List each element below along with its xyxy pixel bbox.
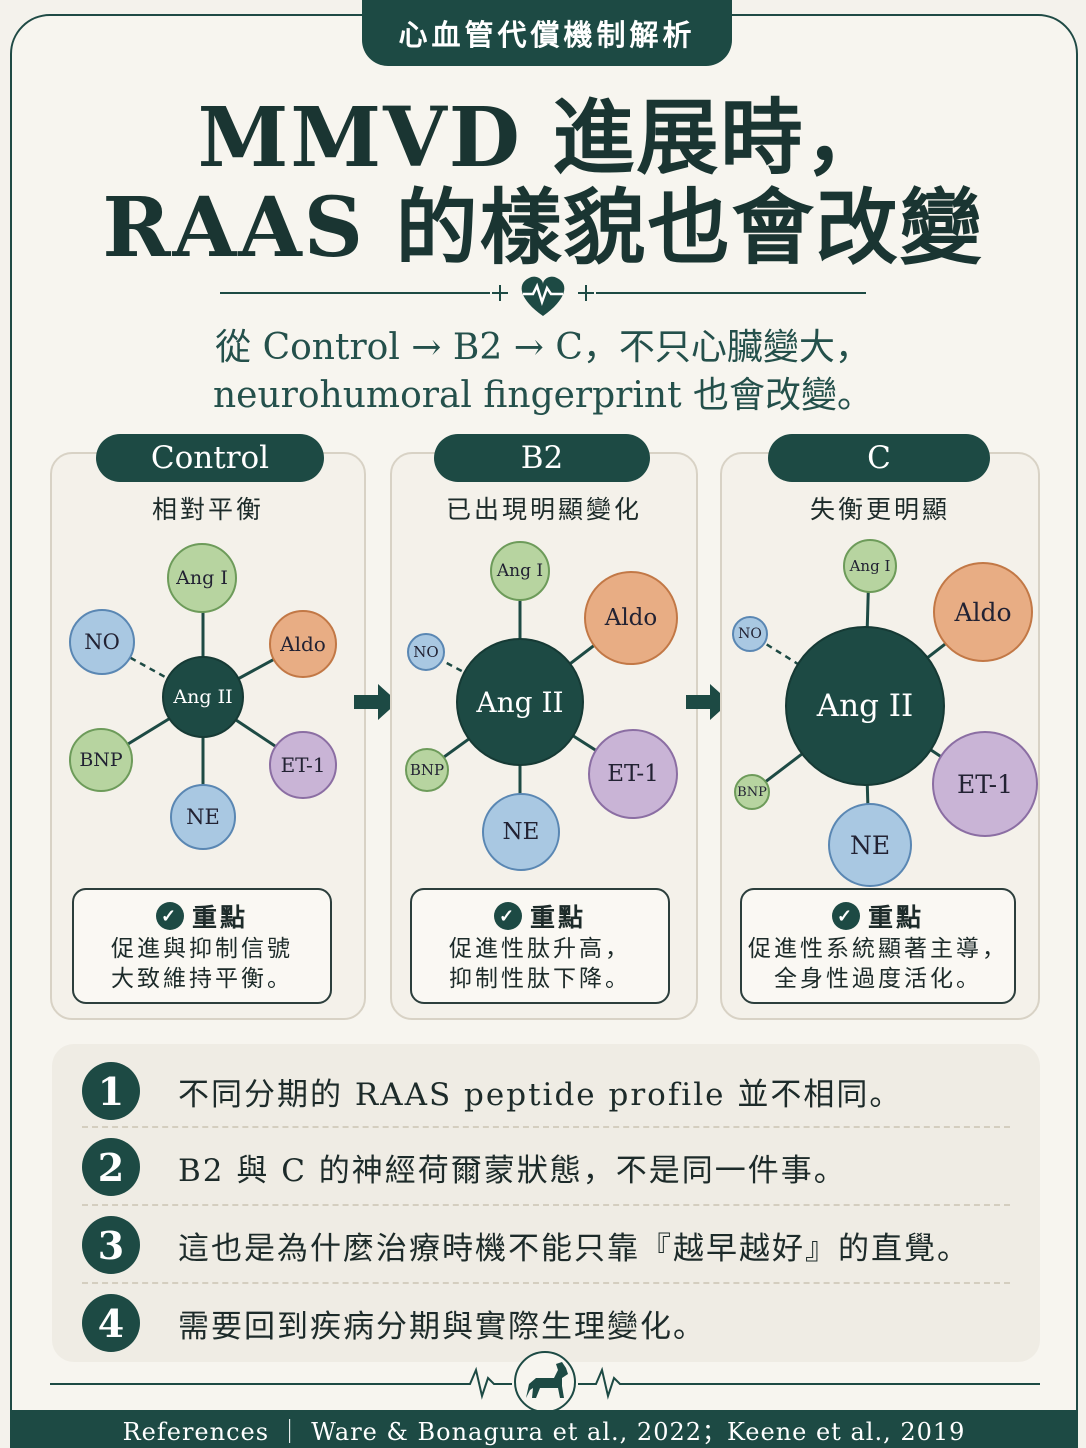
key-line-2-c: 全身性過度活化。 bbox=[774, 966, 982, 992]
node-ang2-b2: Ang II bbox=[456, 638, 584, 766]
key-line-1-c: 促進性系統顯著主導， bbox=[748, 936, 1008, 962]
list-item: 2 B2 與 C 的神經荷爾蒙狀態，不是同一件事。 bbox=[82, 1128, 1010, 1206]
stage-subtitle-c: 失衡更明顯 bbox=[809, 495, 950, 524]
node-ne-b2: NE bbox=[482, 793, 560, 871]
key-line-1-control: 促進與抑制信號 bbox=[111, 936, 293, 962]
arrow-right-icon bbox=[686, 684, 730, 720]
node-aldo-control: Aldo bbox=[269, 610, 337, 678]
point-text: 這也是為什麼治療時機不能只靠『越早越好』的直覺。 bbox=[178, 1230, 970, 1267]
title-line-1: MMVD 進展時， bbox=[197, 90, 889, 186]
node-no-c: NO bbox=[732, 616, 768, 652]
subtitle-line-2: neurohumoral fingerprint 也會改變。 bbox=[213, 375, 873, 416]
node-no-b2: NO bbox=[407, 633, 445, 671]
key-title-control: 重點 bbox=[191, 903, 248, 932]
point-number: 2 bbox=[82, 1138, 140, 1196]
stage-subtitle-b2: 已出現明顯變化 bbox=[445, 495, 642, 524]
dog-icon bbox=[50, 1351, 1040, 1412]
point-text: B2 與 C 的神經荷爾蒙狀態，不是同一件事。 bbox=[178, 1152, 847, 1189]
node-ang1-control: Ang I bbox=[167, 543, 237, 613]
heart-pulse-icon bbox=[220, 276, 866, 316]
node-aldo-c: Aldo bbox=[933, 562, 1033, 662]
divider bbox=[82, 1126, 1010, 1128]
subtitle-line-1: 從 Control → B2 → C，不只心臟變大， bbox=[215, 327, 871, 368]
key-line-2-control: 大致維持平衡。 bbox=[111, 966, 293, 992]
node-ang2-c: Ang II bbox=[785, 626, 945, 786]
node-no-control: NO bbox=[69, 609, 135, 675]
node-et1-c: ET-1 bbox=[932, 731, 1038, 837]
divider bbox=[82, 1204, 1010, 1206]
node-et1-b2: ET-1 bbox=[588, 729, 678, 819]
node-aldo-b2: Aldo bbox=[584, 571, 678, 665]
check-circle-icon: ✓ bbox=[493, 902, 522, 930]
stage-label-control: Control bbox=[96, 434, 324, 482]
node-bnp-c: BNP bbox=[734, 774, 770, 810]
node-ang1-c: Ang I bbox=[843, 539, 897, 593]
key-box-c: ✓重點 促進性系統顯著主導， 全身性過度活化。 bbox=[740, 888, 1016, 1004]
key-box-b2: ✓重點 促進性肽升高， 抑制性肽下降。 bbox=[410, 888, 670, 1004]
key-points-list: 1 不同分期的 RAAS peptide profile 並不相同。 2 B2 … bbox=[52, 1044, 1040, 1362]
key-box-control: ✓重點 促進與抑制信號 大致維持平衡。 bbox=[72, 888, 332, 1004]
key-title-c: 重點 bbox=[867, 903, 924, 932]
key-line-2-b2: 抑制性肽下降。 bbox=[449, 966, 631, 992]
stage-label-b2: B2 bbox=[434, 434, 650, 482]
node-bnp-b2: BNP bbox=[405, 748, 449, 792]
list-item: 4 需要回到疾病分期與實際生理變化。 bbox=[82, 1284, 1010, 1362]
header-tag: 心血管代償機制解析 bbox=[362, 0, 732, 66]
stage-label-c: C bbox=[768, 434, 990, 482]
point-number: 3 bbox=[82, 1216, 140, 1274]
node-et1-control: ET-1 bbox=[269, 731, 337, 799]
key-line-1-b2: 促進性肽升高， bbox=[449, 936, 631, 962]
node-ne-c: NE bbox=[828, 803, 912, 887]
check-circle-icon: ✓ bbox=[831, 902, 860, 930]
key-title-b2: 重點 bbox=[529, 903, 586, 932]
point-number: 4 bbox=[82, 1294, 140, 1352]
point-text: 不同分期的 RAAS peptide profile 並不相同。 bbox=[178, 1076, 903, 1113]
node-ang2-control: Ang II bbox=[162, 656, 244, 738]
point-number: 1 bbox=[82, 1062, 140, 1120]
references-footer: References ｜ Ware & Bonagura et al., 202… bbox=[10, 1410, 1078, 1448]
list-item: 3 這也是為什麼治療時機不能只靠『越早越好』的直覺。 bbox=[82, 1206, 1010, 1284]
title-line-2: RAAS 的樣貌也會改變 bbox=[102, 180, 984, 276]
node-ne-control: NE bbox=[170, 784, 236, 850]
stage-subtitle-control: 相對平衡 bbox=[151, 495, 264, 524]
node-bnp-control: BNP bbox=[69, 728, 133, 792]
divider bbox=[82, 1282, 1010, 1284]
list-item: 1 不同分期的 RAAS peptide profile 並不相同。 bbox=[82, 1052, 1010, 1130]
node-ang1-b2: Ang I bbox=[490, 541, 550, 601]
point-text: 需要回到疾病分期與實際生理變化。 bbox=[178, 1308, 706, 1345]
arrow-right-icon bbox=[354, 684, 398, 720]
check-circle-icon: ✓ bbox=[155, 902, 184, 930]
